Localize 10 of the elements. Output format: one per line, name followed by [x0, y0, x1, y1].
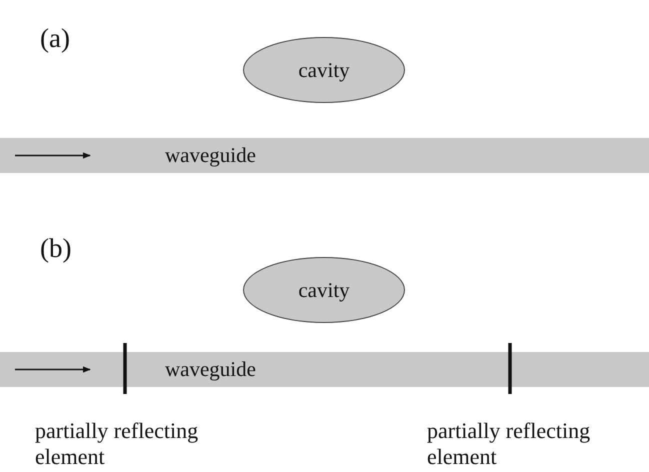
panel-label: (b) [40, 232, 72, 264]
waveguide-band [0, 138, 649, 173]
waveguide-band [0, 352, 649, 387]
panel-label: (a) [40, 22, 71, 54]
component-label: partially reflecting element [35, 418, 200, 471]
node-label: cavity [298, 58, 350, 82]
node-label: waveguide [165, 143, 256, 168]
component-label: partially reflecting element [427, 418, 592, 471]
node-label: cavity [298, 278, 350, 302]
node-label: waveguide [165, 357, 256, 382]
